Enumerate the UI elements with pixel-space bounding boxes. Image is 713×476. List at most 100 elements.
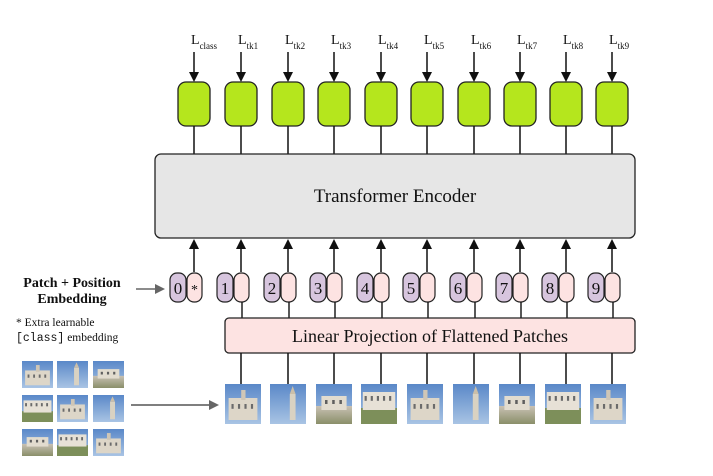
position-embedding [309, 272, 327, 303]
image-patch [270, 384, 306, 424]
output-head-box [410, 81, 444, 127]
loss-label: Ltk1 [238, 33, 258, 51]
output-head-box [595, 81, 629, 127]
patch-embedding [280, 272, 297, 303]
legend-note-line2: [class] embedding [16, 332, 119, 345]
loss-label-main: L [424, 33, 433, 48]
output-head-box [271, 81, 305, 127]
image-patch [361, 384, 397, 424]
patch-embedding [233, 272, 250, 303]
position-embedding [402, 272, 420, 303]
loss-label-main: L [191, 33, 200, 48]
loss-label: Ltk4 [378, 33, 399, 51]
output-head-box [317, 81, 351, 127]
output-head-box [457, 81, 491, 127]
position-index: 4 [361, 279, 370, 298]
loss-label-sub: tk4 [387, 41, 399, 51]
position-index: 2 [268, 279, 277, 298]
loss-label-main: L [471, 33, 480, 48]
source-image-grid [22, 361, 124, 456]
loss-label-main: L [563, 33, 572, 48]
embedding-tokens: 0 * 1 2 3 4 5 6 7 8 9 [169, 239, 621, 318]
image-patch [57, 395, 88, 422]
image-patch [316, 384, 352, 424]
image-patch [93, 361, 124, 388]
image-patch [57, 429, 88, 456]
linear-projection-box [224, 317, 636, 354]
image-patch [545, 384, 581, 424]
output-head-box [549, 81, 583, 127]
image-patch [22, 361, 53, 388]
loss-label-sub: tk5 [433, 41, 445, 51]
image-patch [93, 429, 124, 456]
legend-title-line1: Patch + Position [23, 276, 121, 291]
loss-label-main: L [517, 33, 526, 48]
position-embedding [169, 272, 187, 303]
patch-embedding [419, 272, 436, 303]
loss-label-sub: tk9 [618, 41, 630, 51]
patch-embedding [466, 272, 483, 303]
position-index: 1 [221, 279, 230, 298]
image-patch [225, 384, 261, 424]
loss-label-main: L [238, 33, 247, 48]
output-heads [177, 52, 629, 154]
patch-embedding [373, 272, 390, 303]
image-patch [22, 429, 53, 456]
loss-label: Ltk9 [609, 33, 630, 51]
position-embedding [587, 272, 605, 303]
position-embedding [449, 272, 467, 303]
image-patch [453, 384, 489, 424]
position-index: 5 [407, 279, 416, 298]
image-patch [499, 384, 535, 424]
output-head-box [364, 81, 398, 127]
loss-label-main: L [331, 33, 340, 48]
legend-note-code: [class] [16, 332, 64, 345]
image-patch [22, 395, 53, 422]
output-head-box [503, 81, 537, 127]
position-index: 0 [174, 279, 183, 298]
output-head-box [224, 81, 258, 127]
position-index: 8 [546, 279, 555, 298]
loss-label: Ltk7 [517, 33, 538, 51]
position-index: 9 [592, 279, 601, 298]
position-embedding [495, 272, 513, 303]
image-patch [590, 384, 626, 424]
output-head-box [177, 81, 211, 127]
transformer-encoder-label: Transformer Encoder [314, 186, 477, 207]
flattened-patches [225, 353, 626, 424]
position-embedding [216, 272, 234, 303]
patch-embedding [558, 272, 575, 303]
loss-label-sub: class [200, 41, 218, 51]
loss-label-sub: tk7 [526, 41, 538, 51]
position-embedding [541, 272, 559, 303]
legend-note-line1: * Extra learnable [16, 317, 95, 329]
position-index: 6 [454, 279, 463, 298]
patch-embedding [512, 272, 529, 303]
loss-label: Lclass [191, 33, 218, 51]
loss-label-sub: tk6 [480, 41, 492, 51]
loss-label-sub: tk8 [572, 41, 584, 51]
position-embedding [356, 272, 374, 303]
transformer-encoder-box [154, 153, 636, 239]
loss-label: Ltk6 [471, 33, 492, 51]
legend-title-line2: Embedding [37, 292, 106, 307]
loss-label-sub: tk3 [340, 41, 352, 51]
image-patch [407, 384, 443, 424]
loss-label-sub: tk2 [294, 41, 306, 51]
loss-label-sub: tk1 [247, 41, 259, 51]
class-token-marker: * [191, 283, 198, 298]
loss-label-main: L [285, 33, 294, 48]
position-index: 3 [314, 279, 323, 298]
position-index: 7 [500, 279, 509, 298]
legend-note-rest: embedding [64, 332, 118, 344]
image-patch [57, 361, 88, 388]
loss-label: Ltk2 [285, 33, 305, 51]
loss-label-main: L [609, 33, 618, 48]
patch-embedding [604, 272, 621, 303]
patch-embedding [326, 272, 343, 303]
loss-label: Ltk5 [424, 33, 445, 51]
loss-label: Ltk8 [563, 33, 584, 51]
loss-label: Ltk3 [331, 33, 352, 51]
